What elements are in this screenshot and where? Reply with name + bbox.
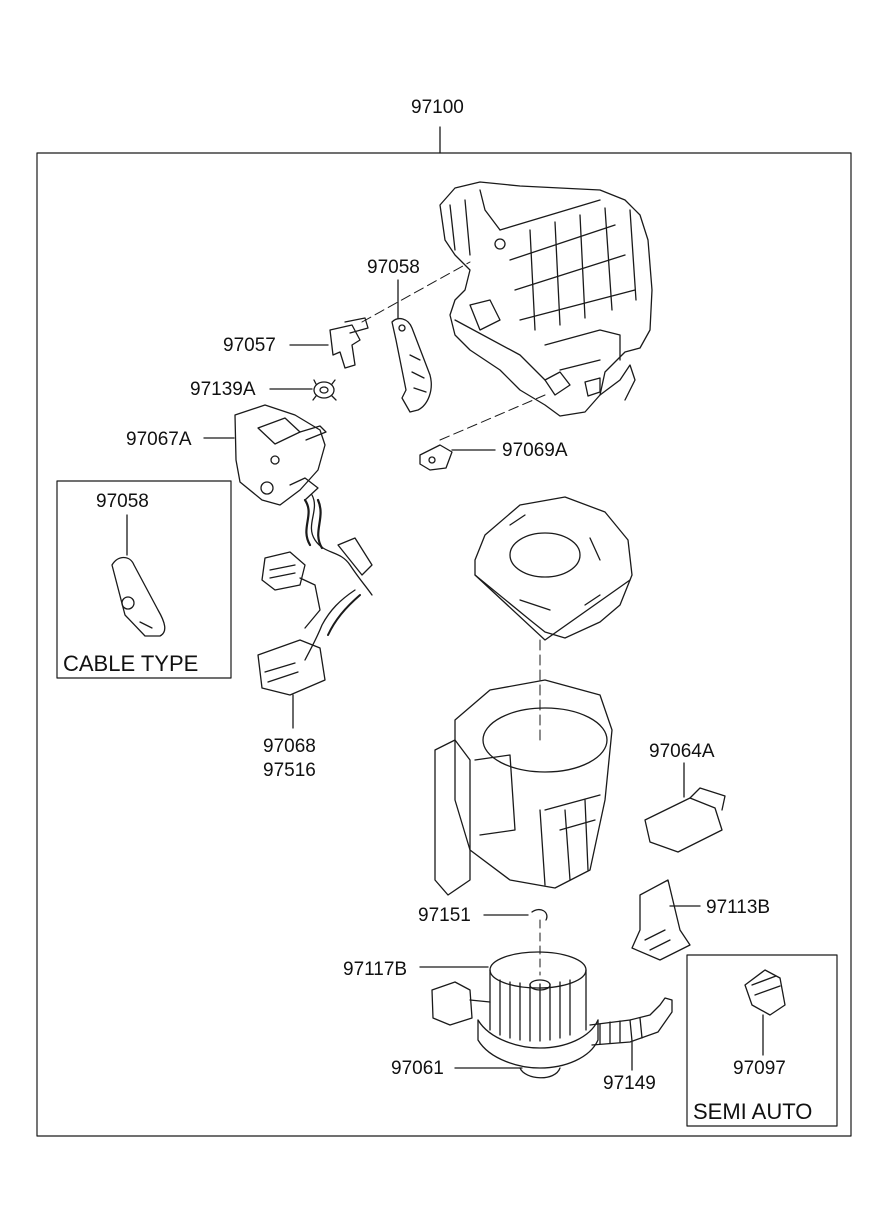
label-97117B: 97117B [343, 959, 408, 980]
blower-motor-97061-drawing [431, 981, 599, 1079]
link-97058-drawing [391, 317, 432, 413]
label-cable-type: CABLE TYPE [63, 651, 199, 676]
label-97069A: 97069A [502, 440, 568, 461]
module-97064A-drawing [644, 787, 726, 853]
main-frame [36, 152, 852, 1137]
cable-type-link-drawing [111, 556, 166, 637]
label-97100: 97100 [411, 97, 464, 118]
label-97516: 97516 [263, 760, 316, 781]
hose-97149-drawing [589, 997, 673, 1046]
blower-upper-case-drawing [474, 496, 633, 641]
label-97097: 97097 [733, 1058, 786, 1079]
label-97139A: 97139A [190, 379, 256, 400]
label-97151: 97151 [418, 905, 471, 926]
gear-97139A-drawing [312, 379, 337, 401]
blower-fan-97117B-drawing [489, 919, 587, 1042]
wiring-harness-drawing [257, 494, 373, 696]
clip-97151-drawing [531, 908, 548, 921]
clip-97069A-drawing [419, 444, 453, 471]
label-97057: 97057 [223, 335, 276, 356]
label-97061: 97061 [391, 1058, 444, 1079]
label-97067A: 97067A [126, 429, 192, 450]
label-97149: 97149 [603, 1073, 656, 1094]
label-97058-top: 97058 [367, 257, 420, 278]
label-97064A: 97064A [649, 741, 715, 762]
semi-auto-inset-frame [686, 954, 838, 1127]
lever-97057-drawing [329, 317, 369, 369]
blower-lower-case-drawing [434, 679, 613, 896]
label-97058-cable: 97058 [96, 491, 149, 512]
label-semi-auto: SEMI AUTO [693, 1099, 813, 1124]
module-97097-drawing [744, 969, 786, 1016]
actuator-97067A-drawing [234, 404, 327, 506]
label-97068: 97068 [263, 736, 316, 757]
label-97113B: 97113B [706, 897, 771, 918]
resistor-97113B-drawing [631, 879, 691, 961]
housing-link-dash-2 [439, 394, 546, 441]
upper-housing-drawing [439, 181, 653, 417]
housing-link-dash-1 [361, 261, 471, 323]
cable-type-inset-frame [56, 480, 232, 679]
